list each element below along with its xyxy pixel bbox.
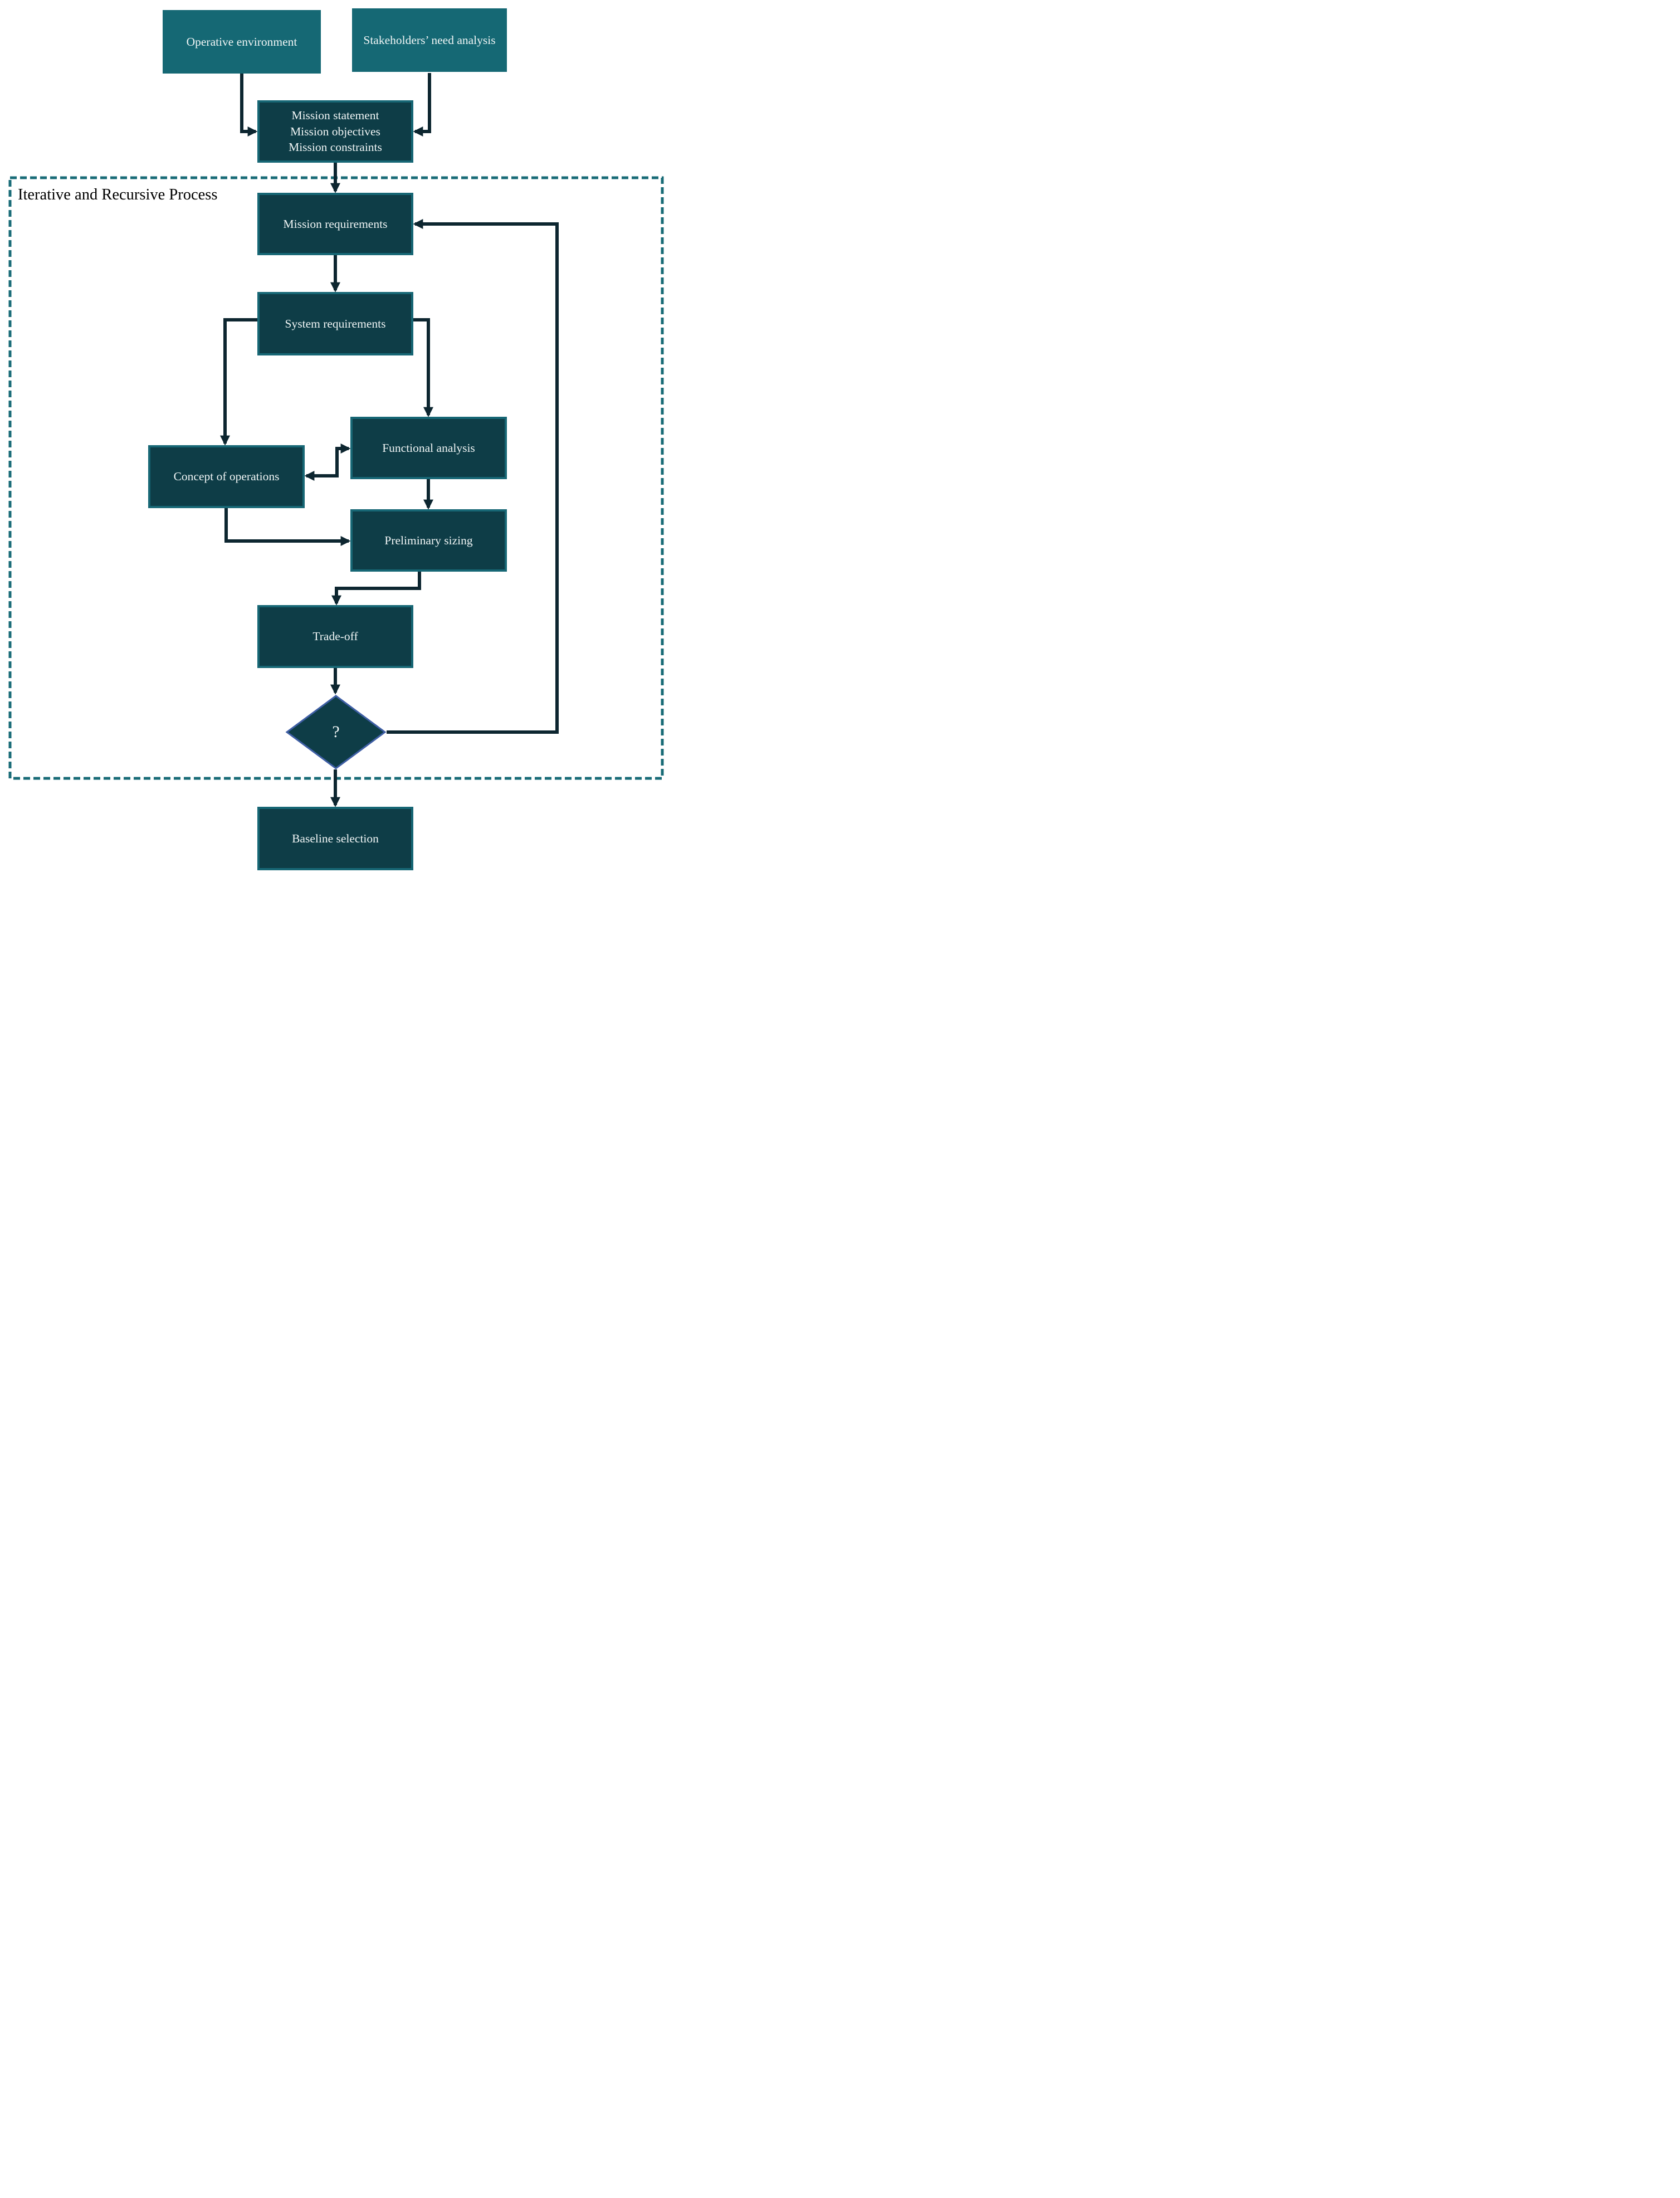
edge-concept-functional-bidirectional bbox=[304, 444, 351, 481]
node-functional-analysis: Functional analysis bbox=[350, 417, 507, 479]
edge-system-requirements-to-concept bbox=[220, 318, 257, 446]
node-preliminary-sizing: Preliminary sizing bbox=[350, 509, 507, 572]
node-label: Functional analysis bbox=[382, 441, 475, 455]
edge-decision-to-mission-requirements-feedback bbox=[387, 219, 559, 734]
iterative-process-title: Iterative and Recursive Process bbox=[18, 186, 218, 203]
node-label: Concept of operations bbox=[173, 470, 280, 484]
node-label: Stakeholders’ need analysis bbox=[363, 33, 496, 47]
node-stakeholders-need-analysis: Stakeholders’ need analysis bbox=[352, 8, 507, 72]
edge-stakeholders-to-mission-definition bbox=[413, 73, 431, 137]
flowchart-diagram: Iterative and Recursive Process Operativ… bbox=[0, 0, 672, 879]
node-mission-requirements: Mission requirements bbox=[257, 193, 413, 255]
node-baseline-selection: Baseline selection bbox=[257, 807, 413, 870]
node-label: Operative environment bbox=[186, 35, 297, 48]
node-mission-definition: Mission statement Mission objectives Mis… bbox=[257, 100, 413, 163]
edge-system-requirements-to-functional bbox=[413, 318, 433, 417]
node-label-line: Mission statement bbox=[291, 109, 379, 123]
node-concept-of-operations: Concept of operations bbox=[148, 445, 305, 508]
node-decision-diamond: ? bbox=[285, 694, 387, 770]
edges-layer bbox=[8, 73, 664, 807]
node-label-line: Mission constraints bbox=[289, 140, 382, 154]
edge-operative-to-mission-definition bbox=[240, 73, 258, 137]
node-label: Preliminary sizing bbox=[384, 533, 473, 547]
node-system-requirements: System requirements bbox=[257, 292, 413, 355]
node-label: System requirements bbox=[285, 316, 386, 330]
edge-preliminary-to-tradeoff bbox=[331, 572, 421, 606]
node-label: Trade-off bbox=[312, 630, 358, 644]
decision-label: ? bbox=[332, 723, 340, 741]
node-trade-off: Trade-off bbox=[257, 605, 413, 668]
edge-concept-to-preliminary bbox=[224, 508, 351, 546]
decision-diamond-shape bbox=[285, 695, 387, 769]
node-operative-environment: Operative environment bbox=[163, 10, 321, 74]
node-label: Baseline selection bbox=[292, 831, 379, 845]
node-label-line: Mission objectives bbox=[290, 124, 380, 138]
node-label: Mission requirements bbox=[283, 217, 388, 231]
